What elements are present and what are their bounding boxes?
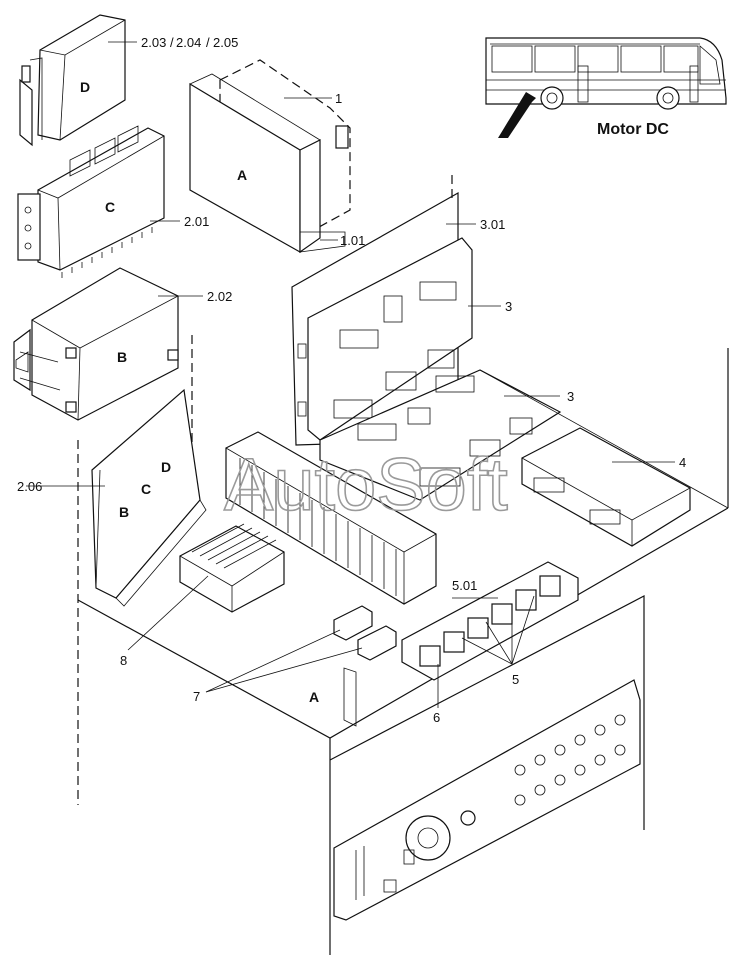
callout-3-upper: 3	[505, 299, 512, 314]
control-unit-c	[17, 125, 165, 278]
callout-2-04: 2.04	[176, 35, 201, 50]
callout-6: 6	[433, 710, 440, 725]
svg-text:/: /	[206, 35, 210, 50]
control-unit-a	[189, 59, 351, 254]
module-4	[521, 427, 691, 547]
callout-1-01: 1.01	[340, 233, 365, 248]
floor-bracket-a	[343, 667, 357, 727]
callout-4: 4	[679, 455, 686, 470]
callout-3-01: 3.01	[480, 217, 505, 232]
watermark: AutoSoft	[224, 443, 508, 526]
unit-c-letter: C	[105, 199, 115, 215]
bus-model-label: Motor DC	[597, 121, 669, 138]
support-panel	[91, 388, 207, 607]
cable-duct	[225, 431, 437, 605]
callout-7: 7	[193, 689, 200, 704]
relay-block	[401, 561, 579, 681]
unit-b-letter: B	[117, 349, 127, 365]
panel-letter-c: C	[141, 481, 151, 497]
unit-d-letter: D	[80, 79, 90, 95]
callout-8: 8	[120, 653, 127, 668]
callout-2-03: 2.03	[141, 35, 166, 50]
panel-letter-b: B	[119, 504, 129, 520]
callout-2-02: 2.02	[207, 289, 232, 304]
floor-letter-a: A	[309, 689, 319, 705]
resistors-7	[333, 605, 397, 661]
mounting-board	[291, 175, 473, 446]
bus-illustration	[485, 37, 727, 138]
leader-lines	[26, 41, 675, 708]
callout-5: 5	[512, 672, 519, 687]
callout-2-06: 2.06	[17, 479, 42, 494]
callout-2-05: 2.05	[213, 35, 238, 50]
callout-3-lower: 3	[567, 389, 574, 404]
control-unit-d	[19, 14, 126, 147]
front-control-panel	[333, 679, 641, 921]
heatsink-unit-8	[179, 523, 285, 613]
panel-letter-d: D	[161, 459, 171, 475]
callout-1: 1	[335, 91, 342, 106]
control-unit-b	[13, 267, 179, 421]
unit-a-letter: A	[237, 167, 247, 183]
mounting-base-plate	[319, 369, 562, 501]
equipment-table	[77, 348, 729, 955]
svg-text:/: /	[170, 35, 174, 50]
callout-2-01: 2.01	[184, 214, 209, 229]
callout-5-01: 5.01	[452, 578, 477, 593]
